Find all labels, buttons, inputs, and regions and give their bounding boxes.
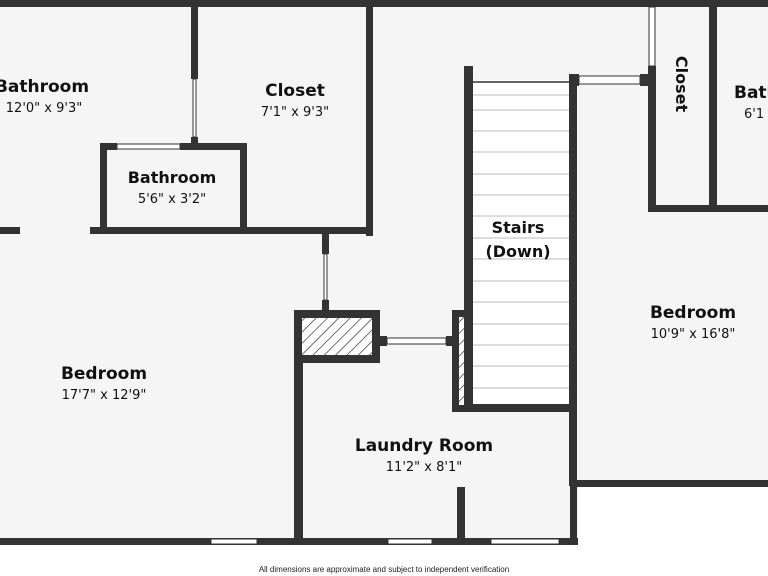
room-dims-bathroom-nw: 12'0" x 9'3" bbox=[6, 101, 82, 116]
windows bbox=[116, 6, 656, 545]
window bbox=[323, 253, 328, 301]
floor-areas bbox=[0, 4, 768, 566]
walls bbox=[0, 0, 768, 545]
room-dims-bathroom-small: 5'6" x 3'2" bbox=[138, 192, 206, 207]
room-dims-bedroom-e: 10'9" x 16'8" bbox=[651, 327, 736, 342]
floor-main bbox=[0, 4, 768, 545]
window bbox=[490, 538, 560, 545]
window bbox=[192, 78, 197, 138]
room-dims-bedroom-w: 17'7" x 12'9" bbox=[62, 388, 147, 403]
room-name-bedroom-w: Bedroom bbox=[61, 364, 147, 384]
stair-run bbox=[473, 80, 569, 407]
stair-pilaster bbox=[459, 317, 464, 405]
chimney bbox=[302, 318, 372, 355]
window bbox=[387, 538, 433, 545]
room-dims-bathroom-ne: 6'1 bbox=[744, 107, 764, 122]
room-name-bedroom-e: Bedroom bbox=[650, 303, 736, 323]
room-name-bathroom-ne: Bath bbox=[734, 83, 768, 103]
room-name-closet-n: Closet bbox=[265, 81, 325, 101]
room-labels: Bathroom 12'0" x 9'3" Closet 7'1" x 9'3"… bbox=[0, 56, 768, 475]
room-dims-closet-n: 7'1" x 9'3" bbox=[261, 105, 329, 120]
room-name-bathroom-nw: Bathroom bbox=[0, 77, 89, 97]
window bbox=[210, 538, 258, 545]
dimensions-disclaimer: All dimensions are approximate and subje… bbox=[258, 565, 510, 574]
outside-se bbox=[578, 486, 768, 566]
window bbox=[116, 143, 181, 150]
room-name-stairs-line2: (Down) bbox=[485, 242, 550, 261]
room-name-laundry: Laundry Room bbox=[355, 436, 493, 456]
window bbox=[386, 337, 447, 345]
room-name-bathroom-small: Bathroom bbox=[128, 168, 217, 187]
room-name-closet-ne: Closet bbox=[672, 56, 691, 113]
stair-treads bbox=[473, 80, 569, 407]
window bbox=[578, 75, 641, 85]
window bbox=[648, 6, 656, 67]
room-name-stairs-line1: Stairs bbox=[492, 218, 545, 237]
room-dims-laundry: 11'2" x 8'1" bbox=[386, 460, 462, 475]
